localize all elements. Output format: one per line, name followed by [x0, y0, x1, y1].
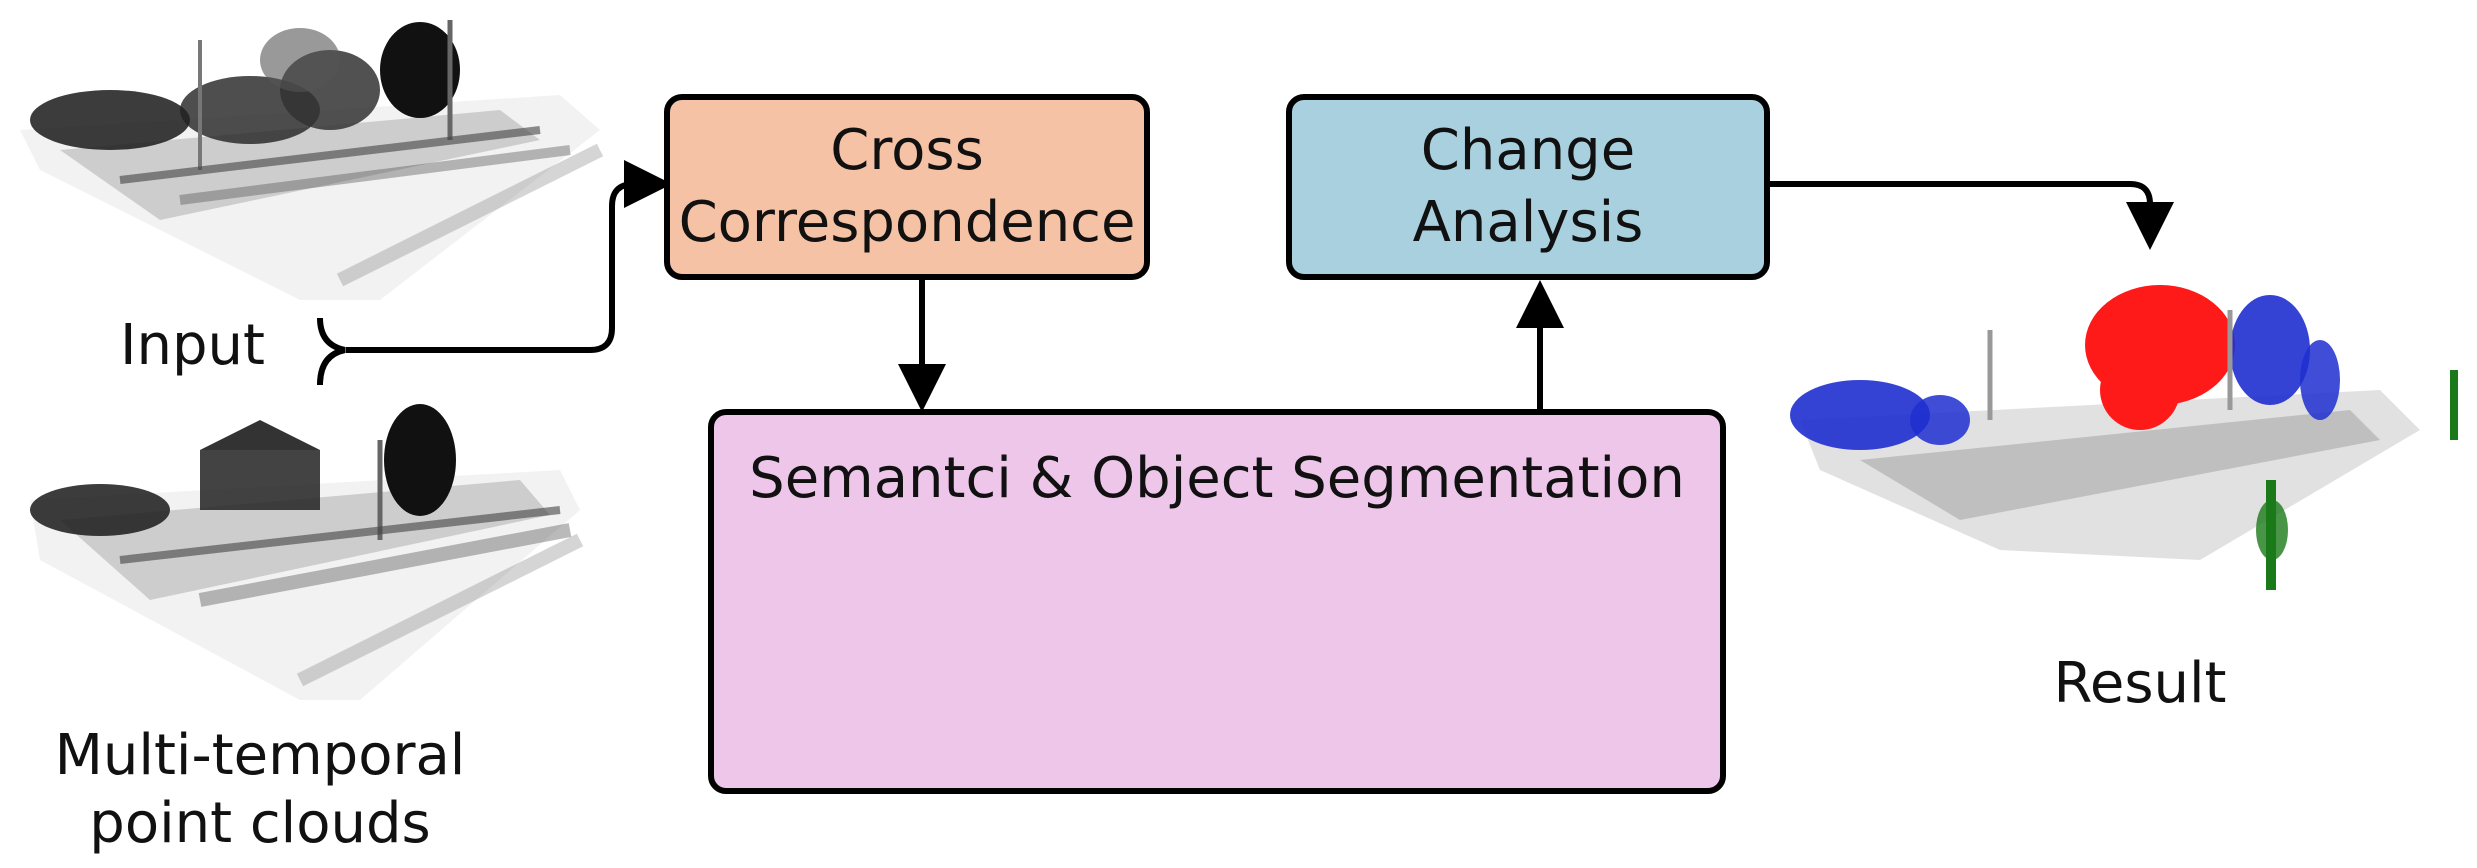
arrow-input-to-cross [346, 160, 672, 353]
multi-temporal-label: Multi-temporal point clouds [40, 722, 480, 858]
change-analysis-line1: Change [1420, 118, 1636, 183]
point-cloud-time-1 [20, 20, 604, 300]
change-result-point-cloud [1790, 285, 2458, 590]
cross-correspondence-line2: Correspondence [678, 190, 1136, 255]
segmentation-title: Semantci & Object Segmentation [749, 446, 1685, 511]
arrow-change-to-result [1770, 181, 2174, 250]
change-analysis-line2: Analysis [1412, 190, 1644, 255]
input-label: Input [120, 313, 266, 378]
cross-correspondence-box: Cross Correspondence [664, 94, 1150, 280]
point-cloud-time-2 [30, 404, 584, 700]
segmentation-box: Semantci & Object Segmentation [708, 409, 1726, 794]
cross-correspondence-line1: Cross [830, 118, 984, 183]
input-brace [317, 317, 346, 386]
multi-temporal-line1: Multi-temporal [54, 723, 466, 788]
multi-temporal-line2: point clouds [89, 791, 431, 856]
result-label: Result [2053, 651, 2227, 716]
change-analysis-box: Change Analysis [1286, 94, 1770, 280]
